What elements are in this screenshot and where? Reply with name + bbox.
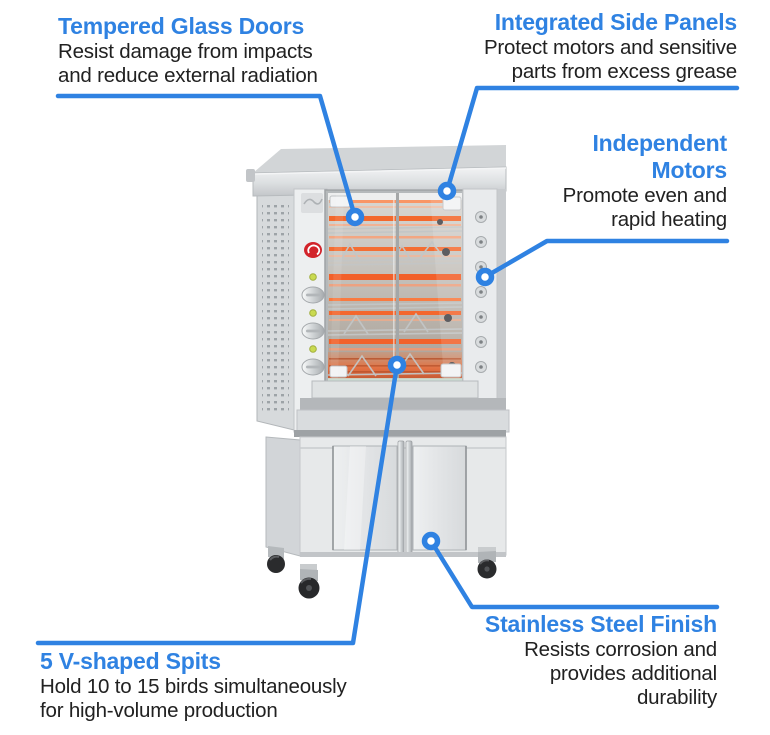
callout-line-motors — [482, 238, 730, 280]
glass-doors — [324, 189, 466, 383]
callout-line-side-panels — [444, 85, 740, 194]
side-vent-panel — [256, 188, 295, 431]
callout-point-icon — [421, 531, 441, 551]
callout-point-icon — [437, 181, 457, 201]
callout-description: Protect motors and sensitive parts from … — [483, 36, 737, 83]
callout-title: 5 V-shaped Spits — [40, 648, 221, 674]
callout-description: Resist damage from impacts and reduce ex… — [58, 40, 318, 87]
callout-tempered-glass-doors: Tempered Glass Doors Resist damage from … — [58, 13, 388, 88]
callout-description: Hold 10 to 15 birds simultaneously for h… — [40, 675, 347, 722]
callout-integrated-side-panels: Integrated Side Panels Protect motors an… — [407, 9, 737, 84]
callout-line-tempered-glass — [55, 93, 358, 220]
caster-wheel-front-right — [477, 547, 497, 579]
brand-badge — [304, 242, 322, 258]
control-panel-left — [293, 188, 328, 433]
callout-point-icon — [387, 355, 407, 375]
callout-independent-motors: Independent Motors Promote even and rapi… — [427, 130, 728, 232]
cabinet — [265, 436, 507, 557]
motor-switches — [475, 211, 487, 373]
caster-wheel-back-left — [267, 546, 285, 573]
callout-point-icon — [475, 267, 495, 287]
callout-line-spits — [35, 362, 400, 646]
callout-title: Stainless Steel Finish — [484, 611, 717, 637]
cabinet-door-right — [412, 445, 467, 551]
callout-title: Integrated Side Panels — [494, 9, 737, 35]
callout-title: Independent Motors — [592, 130, 727, 183]
callout-point-icon — [345, 207, 365, 227]
callout-line-stainless — [428, 538, 720, 610]
control-knobs-left — [301, 286, 325, 376]
callout-description: Resists corrosion and provides additiona… — [524, 638, 717, 709]
brand-logo — [301, 193, 323, 213]
oven-body — [246, 145, 510, 599]
callout-title: Tempered Glass Doors — [58, 13, 305, 39]
callout-description: Promote even and rapid heating — [562, 184, 728, 231]
caster-wheel-front-left — [298, 564, 320, 599]
power-indicator-lights — [309, 273, 317, 353]
callout-v-shaped-spits: 5 V-shaped Spits Hold 10 to 15 birds sim… — [40, 648, 420, 723]
spit-sockets — [329, 195, 462, 378]
drip-tray — [296, 378, 510, 433]
cabinet-door-left — [332, 445, 398, 551]
callout-stainless-steel-finish: Stainless Steel Finish Resists corrosion… — [397, 611, 717, 710]
